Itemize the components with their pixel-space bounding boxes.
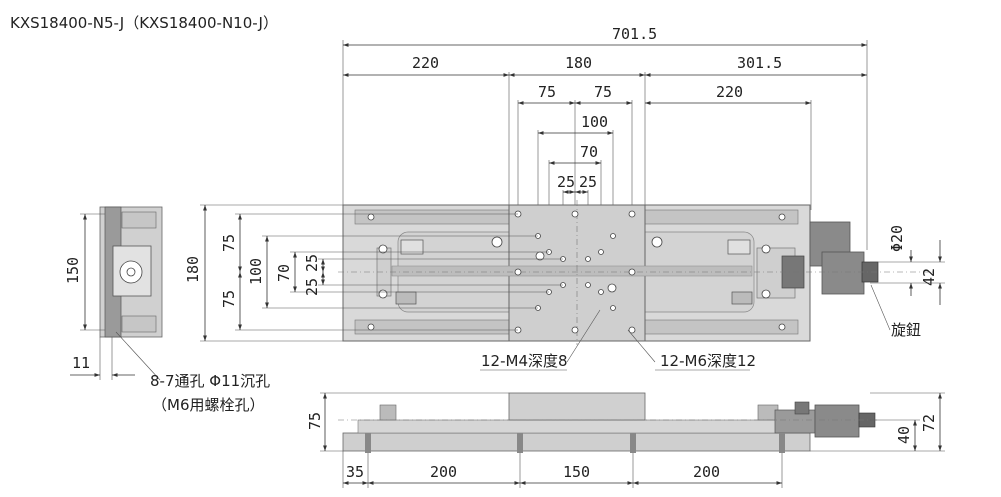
dim-25-left: 25 — [557, 173, 575, 191]
model-title: KXS18400-N5-J（KXS18400-N10-J） — [10, 14, 278, 32]
dim-side-72: 72 — [920, 414, 938, 432]
dim-right-301: 301.5 — [737, 54, 782, 72]
dim-overall: 701.5 — [612, 25, 657, 43]
right-dimension-lines — [870, 240, 945, 331]
dim-70: 70 — [580, 143, 598, 161]
dim-h25-top: 25 — [303, 254, 321, 272]
top-view-stage — [338, 200, 935, 345]
label-through-holes: 8-7通孔 Φ11沉孔 — [150, 372, 270, 390]
label-m6-bolt: （M6用螺栓孔） — [152, 396, 265, 414]
dim-end-11: 11 — [72, 354, 90, 372]
label-knob: 旋鈕 — [891, 321, 921, 339]
dim-h75-bot: 75 — [220, 290, 238, 308]
dim-h25-bot: 25 — [303, 278, 321, 296]
label-m4-holes: 12-M4深度8 — [481, 352, 568, 370]
dim-base-200-right: 200 — [693, 463, 720, 481]
dim-end-150: 150 — [64, 257, 82, 284]
dim-base-35: 35 — [346, 463, 364, 481]
dim-center-180: 180 — [565, 54, 592, 72]
dim-h100: 100 — [247, 258, 265, 285]
end-view — [70, 206, 163, 381]
label-m6-holes: 12-M6深度12 — [660, 352, 756, 370]
dim-left-220: 220 — [412, 54, 439, 72]
dim-base-200-left: 200 — [430, 463, 457, 481]
dim-base-150: 150 — [563, 463, 590, 481]
callout-leaders — [480, 309, 750, 371]
side-view — [338, 392, 880, 453]
dim-25-right: 25 — [579, 173, 597, 191]
dim-side-75: 75 — [306, 412, 324, 430]
side-dimension-lines — [320, 392, 945, 488]
dim-side-40: 40 — [895, 426, 913, 444]
dim-h180: 180 — [184, 256, 202, 283]
dim-h75-top: 75 — [220, 234, 238, 252]
dim-h70: 70 — [275, 264, 293, 282]
dim-220-right: 220 — [716, 83, 743, 101]
dim-75-right: 75 — [594, 83, 612, 101]
left-dimension-lines — [200, 204, 563, 342]
dim-100: 100 — [581, 113, 608, 131]
dim-75-left: 75 — [538, 83, 556, 101]
dim-h42: 42 — [920, 268, 938, 286]
dim-phi20: Φ20 — [888, 225, 906, 252]
